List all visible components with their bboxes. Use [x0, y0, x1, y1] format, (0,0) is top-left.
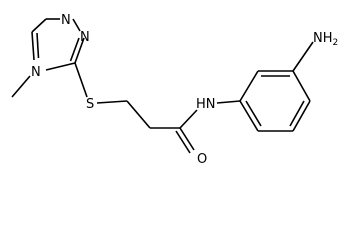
bond-n4-c5-double — [36, 32, 40, 59]
triazole-ring — [31, 18, 85, 71]
bond-n2-c3 — [74, 37, 85, 64]
bond-n1-n2 — [72, 18, 81, 32]
bond-sulfur-ch2 — [96, 100, 128, 104]
bond-n2-c3-double — [69, 37, 80, 62]
bond-n4-methyl — [11, 75, 31, 98]
atom-amide-nh: HN — [196, 97, 216, 112]
atom-sulfur: S — [86, 97, 94, 112]
bond-carbonyl-oxygen-double — [175, 130, 191, 154]
chemical-structure: N N N S HN O NH2 — [11, 13, 338, 167]
bond-c3-sulfur — [74, 62, 88, 98]
atom-amine-symbol: NH — [313, 31, 333, 46]
bond-c3-n4 — [45, 62, 76, 71]
benzene-ring — [239, 70, 311, 132]
bond-carbonyl-nh — [179, 109, 198, 129]
atom-amine: NH2 — [313, 31, 338, 48]
atom-n2: N — [80, 30, 90, 45]
atom-amine-subscript: 2 — [333, 38, 339, 48]
bond-ring-1 — [239, 70, 259, 102]
bond-ch2-ch2 — [126, 100, 151, 129]
atom-n1: N — [61, 13, 71, 28]
bond-ring-6-double — [245, 100, 262, 127]
bond-carbonyl-oxygen — [179, 127, 195, 151]
bond-ring-3 — [292, 70, 311, 102]
bond-ring-amine — [292, 41, 314, 72]
bond-n4-c5 — [31, 31, 35, 61]
bond-ring-4 — [292, 100, 311, 132]
bond-c5-top — [31, 18, 47, 33]
bond-nh-phenyl — [216, 100, 241, 104]
bond-ring-4-double — [289, 100, 305, 127]
atom-carbonyl-oxygen: O — [197, 152, 207, 167]
bond-ring-6 — [239, 100, 259, 132]
atom-n4: N — [31, 65, 41, 80]
